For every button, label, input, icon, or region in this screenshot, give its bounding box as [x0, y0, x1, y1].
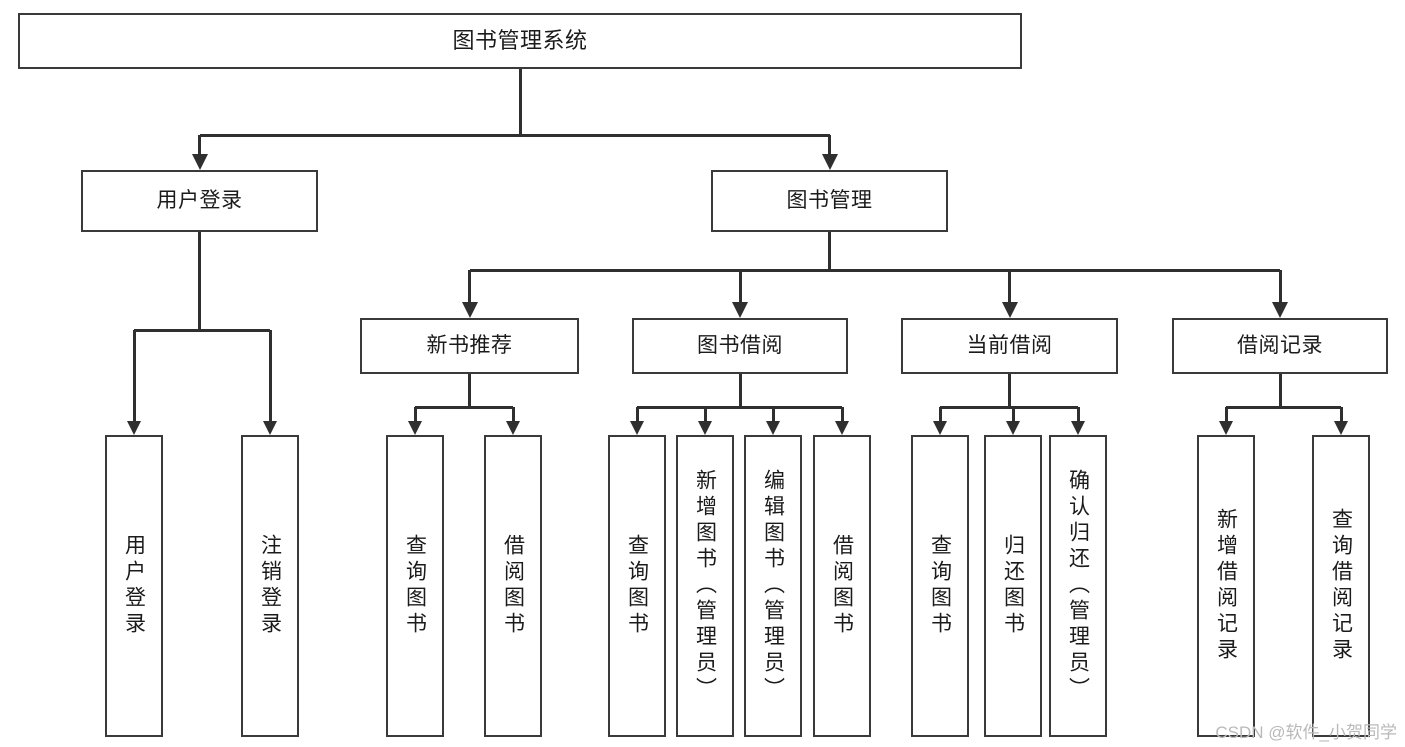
connector-books-drop [1278, 270, 1282, 304]
node-level3-3[interactable]: 借阅记录 [1172, 318, 1388, 374]
connector-books-drop [1008, 270, 1011, 304]
connector-books-drop [738, 270, 742, 304]
node-leaf-7-label: 借阅图书 [830, 534, 854, 638]
connector-newbooks-drop [413, 407, 417, 422]
node-leaf-1-label: 注销登录 [258, 534, 282, 638]
node-level3-3-label: 借阅记录 [1237, 333, 1323, 357]
arrowhead-icon [821, 154, 838, 170]
node-leaf-0[interactable]: 用户登录 [105, 435, 163, 737]
connector-newbooks-drop [511, 407, 515, 422]
node-root-label: 图书管理系统 [452, 28, 588, 54]
node-level2-0-label: 用户登录 [156, 188, 243, 212]
connector-records-bus [1226, 405, 1341, 409]
connector-root-bus [199, 133, 830, 137]
arrowhead-icon [732, 302, 748, 318]
arrowhead-icon [1334, 421, 1348, 435]
connector-current-bus [940, 405, 1078, 409]
connector-login-stem [198, 232, 201, 330]
node-leaf-11-label: 新增借阅记录 [1214, 508, 1238, 664]
node-leaf-1[interactable]: 注销登录 [241, 435, 299, 737]
arrowhead-icon [408, 421, 422, 435]
node-leaf-3[interactable]: 借阅图书 [484, 435, 542, 737]
node-level2-0[interactable]: 用户登录 [81, 170, 318, 232]
connector-records-stem [1278, 374, 1282, 407]
arrowhead-icon [630, 421, 644, 435]
connector-root-drop [828, 135, 831, 156]
connector-newbooks-bus [415, 405, 513, 409]
connector-books-stem [828, 232, 831, 270]
arrowhead-icon [1006, 421, 1020, 435]
node-leaf-10-label: 确认归还（管理员） [1066, 469, 1090, 703]
connector-borrow-stem [738, 374, 742, 407]
node-leaf-12-label: 查询借阅记录 [1329, 508, 1353, 664]
node-leaf-6[interactable]: 编辑图书（管理员） [744, 435, 802, 737]
node-leaf-12[interactable]: 查询借阅记录 [1312, 435, 1370, 737]
node-leaf-7[interactable]: 借阅图书 [813, 435, 871, 737]
node-root[interactable]: 图书管理系统 [18, 13, 1022, 69]
node-level3-0[interactable]: 新书推荐 [360, 318, 579, 374]
connector-current-stem [1008, 374, 1011, 407]
connector-current-drop [1011, 407, 1015, 422]
arrowhead-icon [1071, 421, 1085, 435]
connector-records-drop [1339, 407, 1343, 422]
arrowhead-icon [1219, 421, 1233, 435]
connector-borrow-bus [637, 405, 842, 409]
connector-current-drop [938, 407, 942, 422]
node-leaf-8[interactable]: 查询图书 [911, 435, 969, 737]
node-leaf-9-label: 归还图书 [1001, 534, 1025, 638]
connector-root-stem [518, 69, 522, 135]
connector-root-drop [198, 135, 201, 156]
connector-borrow-drop [635, 407, 639, 422]
arrowhead-icon [127, 421, 141, 435]
arrowhead-icon [1272, 302, 1288, 318]
connector-current-drop [1076, 407, 1080, 422]
node-level3-1[interactable]: 图书借阅 [632, 318, 848, 374]
arrowhead-icon [461, 302, 478, 318]
node-leaf-2[interactable]: 查询图书 [386, 435, 444, 737]
watermark-credit: CSDN @软件_小贺同学 [1215, 723, 1397, 742]
connector-borrow-drop [771, 407, 775, 422]
node-level3-1-label: 图书借阅 [697, 333, 783, 357]
node-level3-0-label: 新书推荐 [426, 333, 513, 357]
arrowhead-icon [1001, 302, 1018, 318]
arrowhead-icon [933, 421, 947, 435]
connector-newbooks-stem [468, 374, 471, 407]
connector-borrow-drop [703, 407, 707, 422]
connector-borrow-drop [840, 407, 844, 422]
arrowhead-icon [698, 421, 712, 435]
node-leaf-9[interactable]: 归还图书 [984, 435, 1042, 737]
node-leaf-2-label: 查询图书 [403, 534, 427, 638]
arrowhead-icon [263, 421, 277, 435]
node-leaf-5-label: 新增图书（管理员） [693, 469, 717, 703]
connector-login-bus [134, 328, 270, 332]
node-leaf-8-label: 查询图书 [928, 534, 952, 638]
node-leaf-4-label: 查询图书 [625, 534, 649, 638]
arrowhead-icon [835, 421, 849, 435]
node-leaf-11[interactable]: 新增借阅记录 [1197, 435, 1255, 737]
connector-books-drop [468, 270, 471, 304]
node-level2-1[interactable]: 图书管理 [711, 170, 948, 232]
node-leaf-5[interactable]: 新增图书（管理员） [676, 435, 734, 737]
arrowhead-icon [766, 421, 780, 435]
node-leaf-0-label: 用户登录 [122, 534, 146, 638]
node-level3-2-label: 当前借阅 [966, 333, 1053, 357]
connector-books-bus [469, 268, 1280, 272]
node-leaf-6-label: 编辑图书（管理员） [761, 469, 785, 703]
node-leaf-3-label: 借阅图书 [501, 534, 525, 638]
node-leaf-10[interactable]: 确认归还（管理员） [1049, 435, 1107, 737]
node-leaf-4[interactable]: 查询图书 [608, 435, 666, 737]
node-level3-2[interactable]: 当前借阅 [901, 318, 1118, 374]
node-level2-1-label: 图书管理 [786, 188, 873, 212]
connector-login-drop [132, 330, 136, 422]
connector-login-drop [268, 330, 272, 422]
connector-records-drop [1224, 407, 1228, 422]
arrowhead-icon [191, 154, 208, 170]
arrowhead-icon [506, 421, 520, 435]
